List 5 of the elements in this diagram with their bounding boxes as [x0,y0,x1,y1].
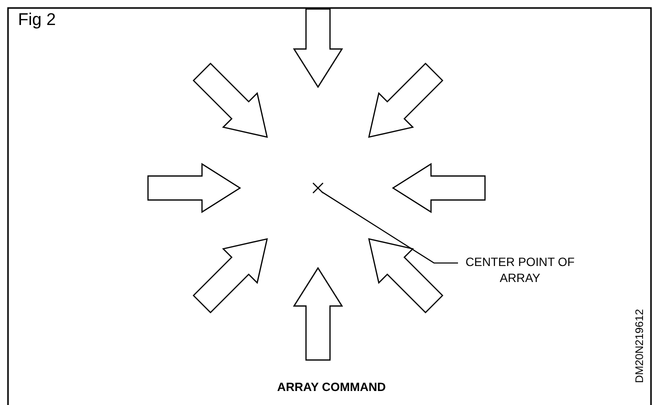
figure-caption: ARRAY COMMAND [276,380,387,394]
figure-title: Fig 2 [18,10,56,30]
callout-text: CENTER POINT OF ARRAY [464,254,576,286]
drawing-code: DM20N219612 [634,308,646,385]
leader-line [322,192,458,264]
